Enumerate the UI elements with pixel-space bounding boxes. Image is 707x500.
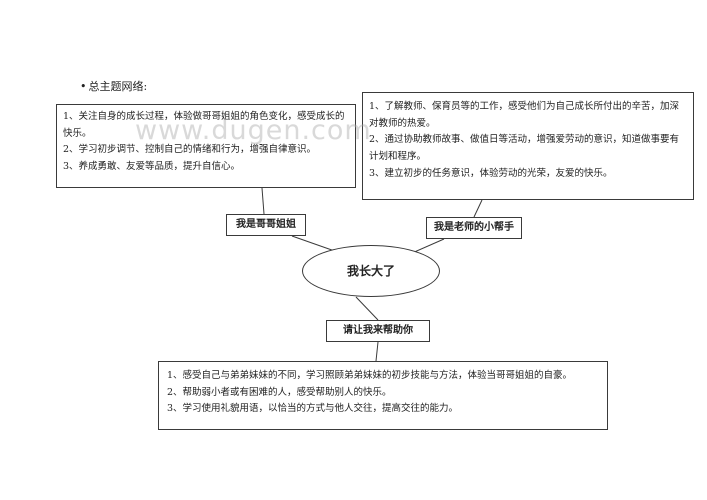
- central-theme-node: 我长大了: [302, 245, 440, 297]
- left-goals-box: 1、关注自身的成长过程，体验做哥哥姐姐的角色变化，感受成长的快乐。 2、学习初步…: [56, 104, 356, 188]
- right-goals-box: 1、了解教师、保育员等的工作，感受他们为自己成长所付出的辛苦，加深对教师的热爱。…: [362, 92, 694, 200]
- right-goal-item-1: 1、了解教师、保育员等的工作，感受他们为自己成长所付出的辛苦，加深对教师的热爱。: [369, 101, 680, 129]
- heading-text: 总主题网络:: [88, 80, 148, 93]
- connector-left-box-to-label: [261, 187, 265, 215]
- left-goal-item-3: 3、养成勇敢、友爱等品质，提升自信心。: [63, 160, 241, 172]
- branch-label-teacher-helper: 我是老师的小帮手: [426, 217, 522, 239]
- connector-bottom-label-to-box: [375, 341, 379, 362]
- bottom-goals-box: 1、感受自己与弟弟妹妹的不同，学习照顾弟弟妹妹的初步技能与方法，体验当哥哥姐姐的…: [158, 361, 608, 430]
- connector-right-box-to-label: [473, 199, 483, 218]
- connector-center-to-bottom-label: [355, 296, 379, 321]
- heading-bullet: •: [80, 80, 87, 93]
- overall-theme-heading: •总主题网络:: [80, 78, 147, 94]
- right-goal-item-2: 2、通过协助教师故事、做值日等活动，增强爱劳动的意识，知道做事要有计划和程序。: [369, 134, 680, 162]
- bottom-goal-item-1: 1、感受自己与弟弟妹妹的不同，学习照顾弟弟妹妹的初步技能与方法，体验当哥哥姐姐的…: [167, 370, 573, 381]
- left-goal-item-2: 2、学习初步调节、控制自己的情绪和行为，增强自律意识。: [63, 144, 317, 156]
- bottom-goal-item-3: 3、学习使用礼貌用语，以恰当的方式与他人交往，提高交往的能力。: [167, 403, 459, 415]
- right-goal-item-3: 3、建立初步的任务意识，体验劳动的光荣，友爱的快乐。: [369, 167, 613, 179]
- branch-label-big-sibling: 我是哥哥姐姐: [226, 214, 306, 236]
- left-goal-item-1: 1、关注自身的成长过程，体验做哥哥姐姐的角色变化，感受成长的快乐。: [63, 111, 345, 139]
- bottom-goal-item-2: 2、帮助弱小者或有困难的人，感受帮助别人的快乐。: [167, 386, 392, 398]
- branch-label-let-me-help: 请让我来帮助你: [326, 320, 430, 342]
